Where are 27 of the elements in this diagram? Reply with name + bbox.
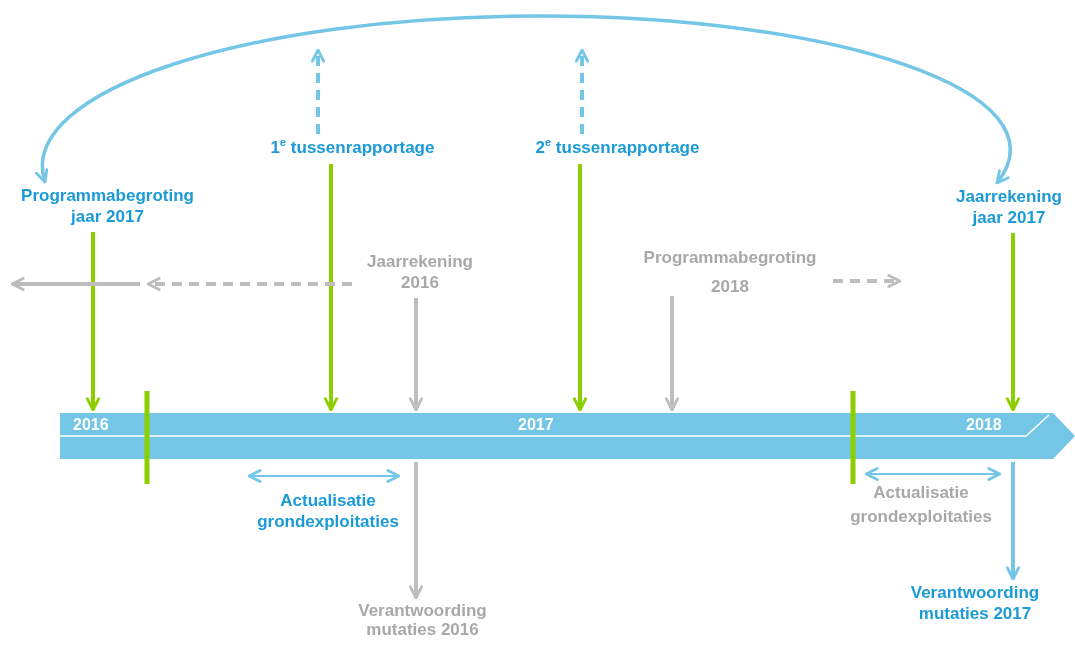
arrow bbox=[833, 274, 902, 288]
milestone-label: Jaarrekening jaar 2017 bbox=[945, 186, 1073, 230]
arrow bbox=[575, 48, 589, 134]
milestone-label: Actualisatie grondexploitaties bbox=[836, 481, 1006, 529]
arrow bbox=[573, 164, 587, 412]
arrow bbox=[1006, 462, 1020, 581]
milestone-label: Verantwoording mutaties 2017 bbox=[895, 582, 1055, 626]
year-label: 2018 bbox=[966, 415, 1002, 435]
arrow bbox=[324, 164, 338, 412]
timeline-bar bbox=[60, 413, 1075, 459]
year-label: 2017 bbox=[518, 415, 554, 435]
arrow bbox=[409, 298, 423, 412]
milestone-label: 2$^{e}$ tussenrapportage bbox=[520, 137, 715, 161]
arrow bbox=[311, 48, 325, 134]
arrow bbox=[86, 232, 100, 412]
arrow bbox=[409, 462, 423, 600]
arrow bbox=[1006, 233, 1020, 412]
milestone-label: Programmabegroting 2018 bbox=[630, 243, 830, 293]
arrow bbox=[146, 277, 352, 291]
milestone-label: 1$^{e}$ tussenrapportage bbox=[255, 137, 450, 161]
milestone-label: Actualisatie grondexploitaties bbox=[243, 490, 413, 534]
year-label: 2016 bbox=[73, 415, 109, 435]
milestone-label: Verantwoording mutaties 2016 bbox=[345, 601, 500, 659]
milestone-label: Jaarrekening 2016 bbox=[355, 251, 485, 295]
milestone-label: Programmabegroting jaar 2017 bbox=[5, 185, 210, 229]
arrow bbox=[37, 14, 1011, 185]
arrow bbox=[665, 296, 679, 412]
